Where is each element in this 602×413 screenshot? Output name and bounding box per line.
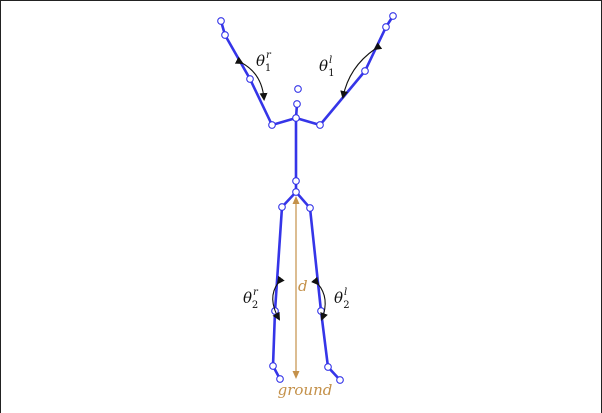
left-arm — [294, 14, 395, 127]
joint-left-shoulder — [316, 121, 324, 129]
joint-left-foot — [336, 376, 344, 384]
angle-arc-theta1-right — [234, 56, 268, 101]
joint-neck — [293, 100, 301, 108]
distance-arrow — [292, 196, 300, 379]
joint-right-foot — [276, 375, 284, 383]
joint-left-hand-tip — [389, 12, 397, 20]
right-arm — [219, 19, 298, 127]
angle-arc-theta2-right — [272, 275, 285, 321]
joint-right-hand — [221, 31, 229, 39]
joint-right-elbow — [246, 75, 254, 83]
ground-label: ground — [278, 381, 333, 399]
joint-left-hip — [306, 204, 314, 212]
joint-spine-shoulder — [292, 114, 300, 122]
joint-hip-center — [292, 188, 300, 196]
joint-right-hip — [278, 203, 286, 211]
distance-label: d — [298, 277, 308, 295]
joint-left-elbow — [361, 67, 369, 75]
joint-head — [294, 85, 302, 93]
joint-right-shoulder — [268, 121, 276, 129]
joint-left-hand — [382, 23, 390, 31]
joint-left-ankle — [324, 363, 332, 371]
joint-right-hand-tip — [217, 17, 225, 25]
joint-right-ankle — [269, 362, 277, 370]
angle-arc-theta1-left — [340, 42, 383, 99]
angle-arc-theta2-left — [311, 276, 328, 321]
joint-spine-base — [292, 177, 300, 185]
